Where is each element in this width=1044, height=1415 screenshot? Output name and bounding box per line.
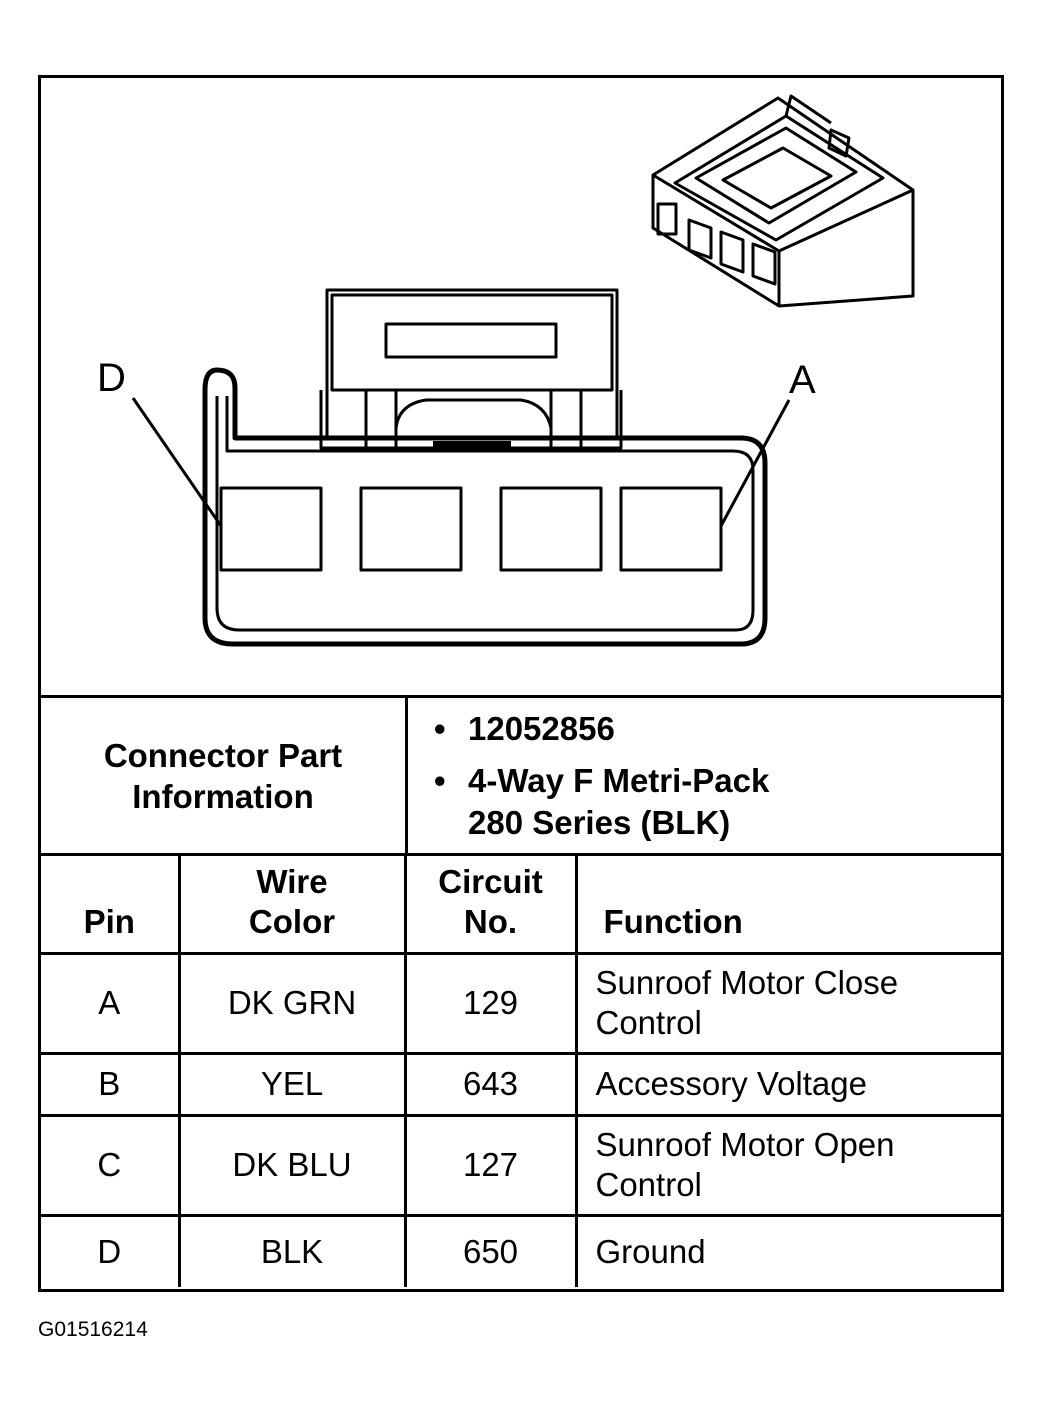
header-pin: Pin	[41, 853, 181, 955]
connector-type: 4-Way F Metri-Pack	[468, 762, 770, 799]
connector-info-label: Connector Part Information	[41, 698, 408, 853]
cell-pin: C	[41, 1113, 181, 1217]
cell-pin: D	[41, 1213, 181, 1287]
table-row: D BLK 650 Ground	[41, 1213, 1001, 1287]
pin-d-label: D	[97, 356, 126, 400]
connector-series-item: 280 Series (BLK)	[468, 804, 730, 842]
connector-series: 280 Series (BLK)	[468, 804, 731, 841]
connector-figure: D A	[41, 78, 1001, 698]
cell-circuit: 650	[403, 1213, 578, 1287]
bullet-icon: •	[434, 762, 446, 799]
connector-sheet: D A Connector Part Information • 1205285…	[38, 75, 1004, 1292]
figure-id: G01516214	[38, 1318, 148, 1341]
connector-info-list: • 12052856 • 4-Way F Metri-Pack 280 Seri…	[408, 698, 998, 853]
connector-type-item: • 4-Way F Metri-Pack	[434, 762, 770, 800]
header-function: Function	[574, 853, 1001, 955]
connector-front-view	[131, 288, 791, 647]
cell-circuit: 129	[403, 951, 578, 1055]
connector-part-information: Connector Part Information • 12052856 • …	[41, 698, 1001, 856]
cell-wire-color: BLK	[177, 1213, 407, 1287]
cell-wire-color: DK BLU	[177, 1113, 407, 1217]
cell-function: Ground	[574, 1213, 1001, 1287]
part-number: 12052856	[468, 710, 615, 747]
table-row: B YEL 643 Accessory Voltage	[41, 1051, 1001, 1117]
connector-drawing	[131, 94, 915, 647]
connector-3d-icon	[651, 94, 915, 308]
cell-wire-color: YEL	[177, 1051, 407, 1117]
bullet-icon: •	[434, 710, 446, 747]
cell-pin: A	[41, 951, 181, 1055]
cell-pin: B	[41, 1051, 181, 1117]
cell-circuit: 127	[403, 1113, 578, 1217]
connector-info-label-text: Connector Part Information	[103, 736, 343, 815]
pin-a-label: A	[789, 358, 816, 402]
cell-wire-color: DK GRN	[177, 951, 407, 1055]
part-number-item: • 12052856	[434, 710, 615, 748]
cell-function: Accessory Voltage	[574, 1051, 1001, 1117]
cell-circuit: 643	[403, 1051, 578, 1117]
